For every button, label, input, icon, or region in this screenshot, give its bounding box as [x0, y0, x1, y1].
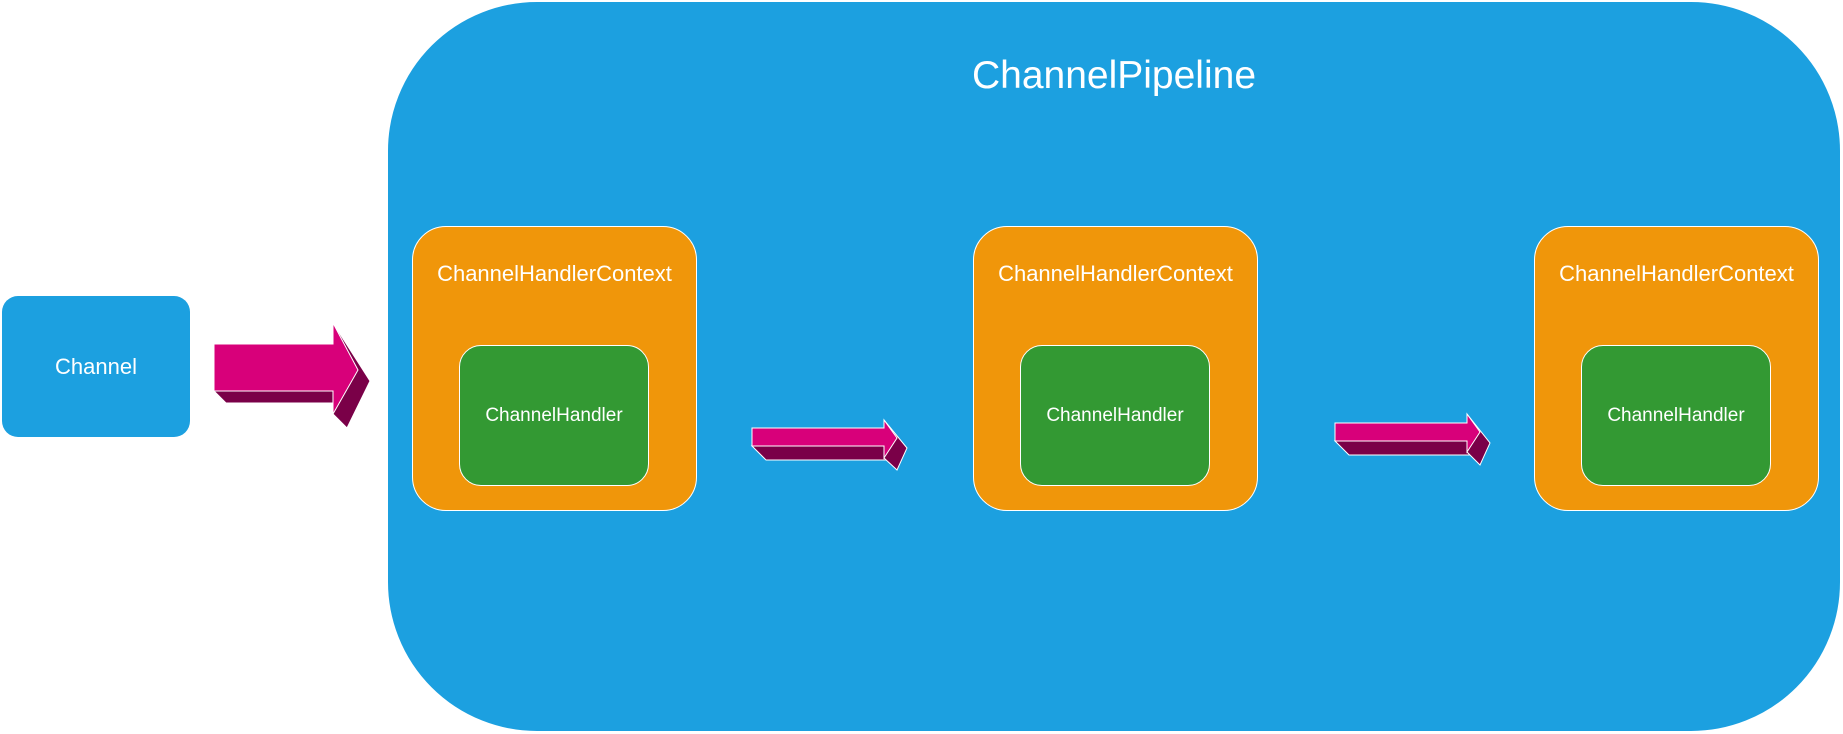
channel-handler-2: ChannelHandler	[1020, 345, 1210, 486]
context-label-3: ChannelHandlerContext	[1559, 261, 1794, 286]
channel-handler-context-3: ChannelHandlerContext ChannelHandler	[1534, 226, 1819, 511]
channel-handler-3: ChannelHandler	[1581, 345, 1771, 486]
context-label-1: ChannelHandlerContext	[437, 261, 672, 286]
channel-handler-context-2: ChannelHandlerContext ChannelHandler	[973, 226, 1258, 511]
handler-label-2: ChannelHandler	[1046, 404, 1184, 426]
arrow-context1-to-context2	[750, 418, 908, 471]
arrow-channel-to-pipeline	[212, 321, 371, 429]
channel-handler-context-1: ChannelHandlerContext ChannelHandler	[412, 226, 697, 511]
channel-handler-1: ChannelHandler	[459, 345, 649, 486]
arrow-context2-to-context3	[1333, 412, 1491, 466]
channel-box: Channel	[2, 296, 190, 437]
handler-label-1: ChannelHandler	[485, 404, 623, 426]
pipeline-title: ChannelPipeline	[971, 54, 1257, 97]
context-label-2: ChannelHandlerContext	[998, 261, 1233, 286]
channel-pipeline-box: ChannelPipeline ChannelHandlerContext Ch…	[387, 1, 1841, 732]
handler-label-3: ChannelHandler	[1607, 404, 1745, 426]
channel-label: Channel	[55, 353, 137, 379]
